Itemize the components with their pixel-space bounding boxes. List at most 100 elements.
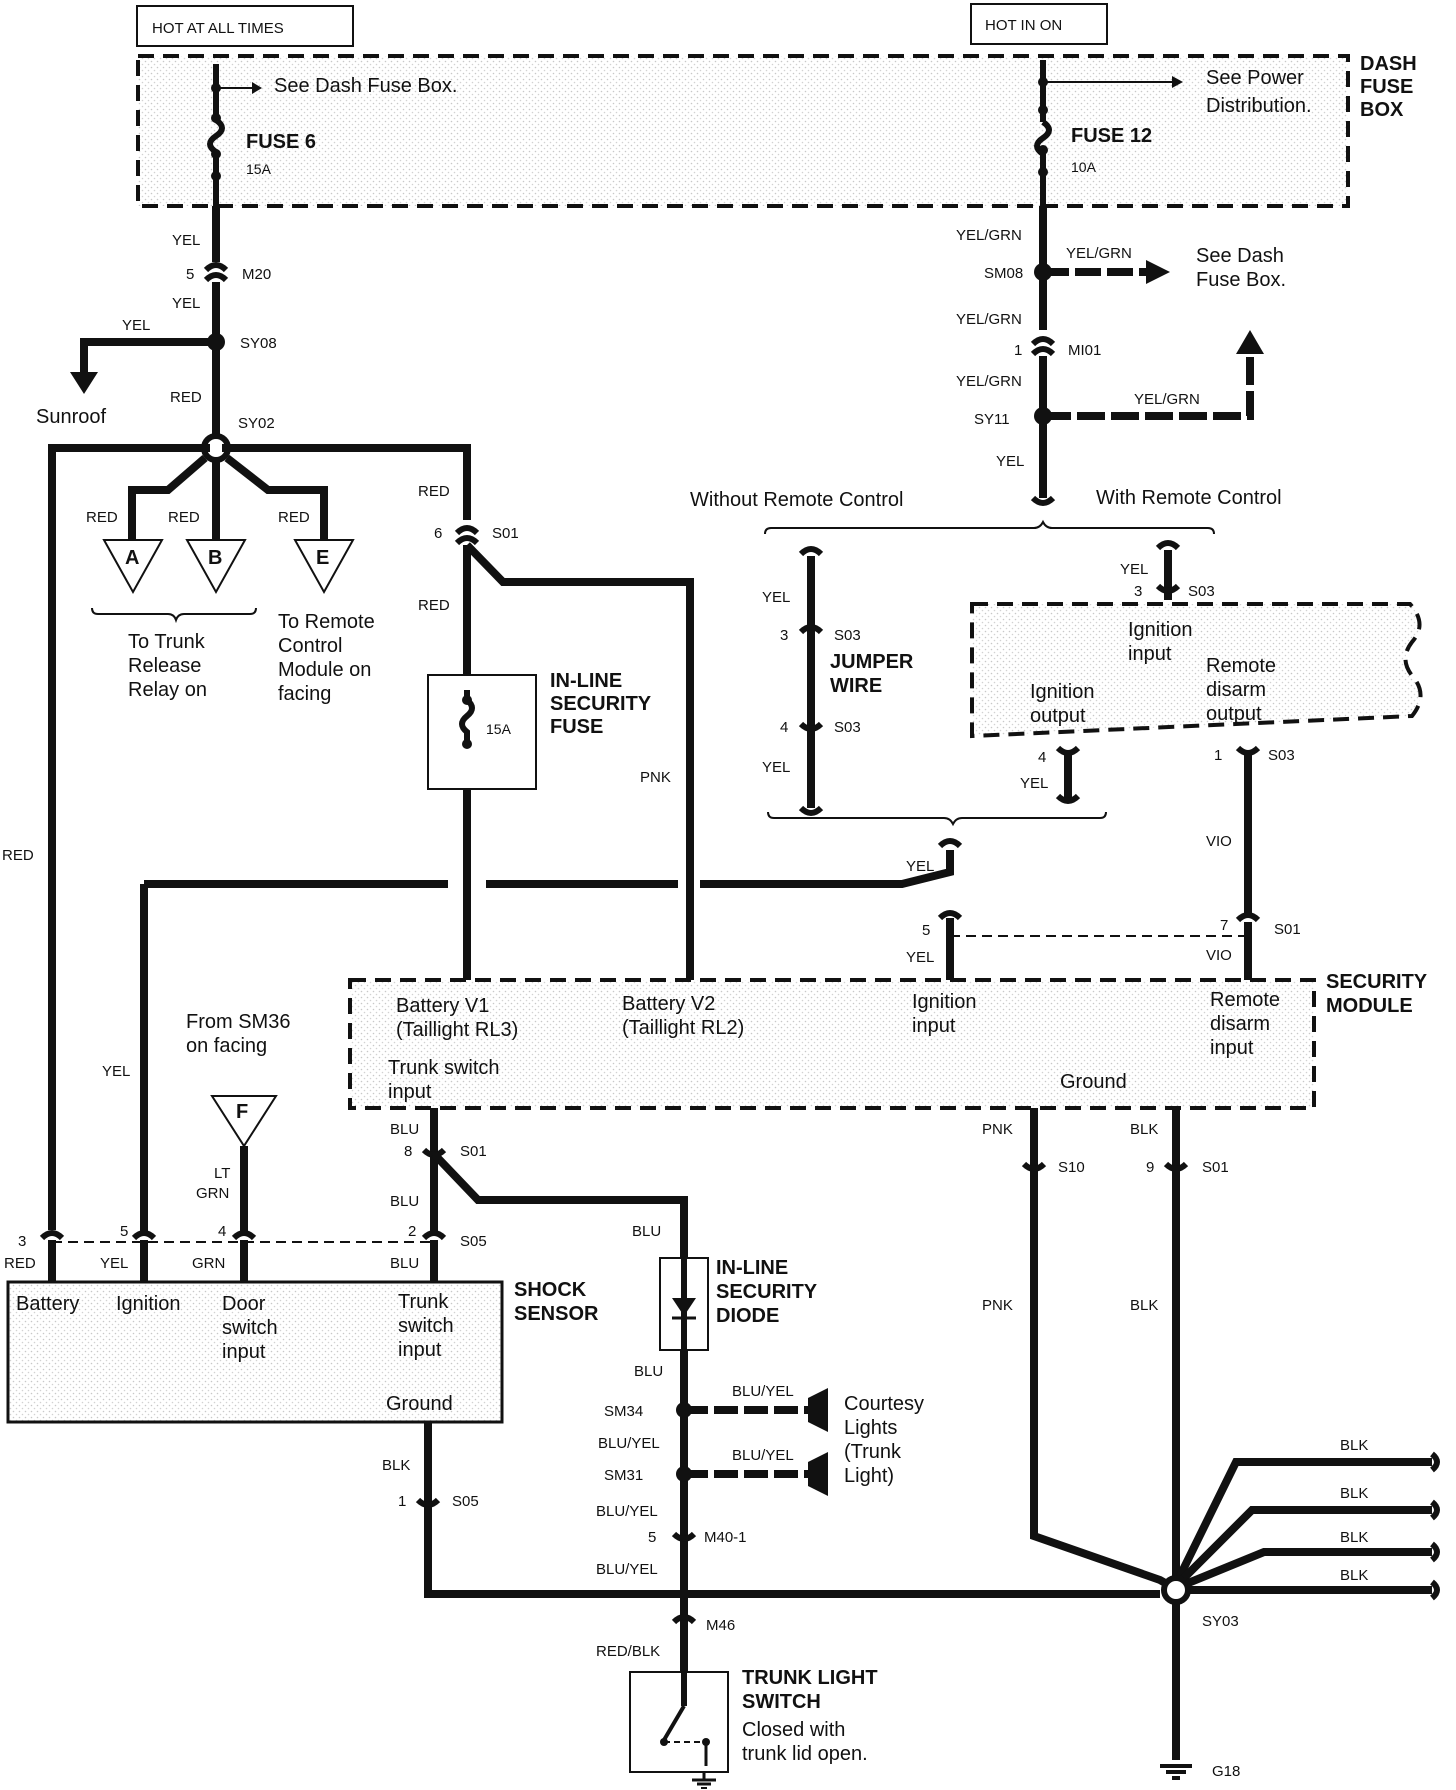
svg-text:3: 3 <box>1134 583 1142 600</box>
svg-text:IN-LINE: IN-LINE <box>716 1257 788 1279</box>
svg-text:BLK: BLK <box>1340 1485 1368 1502</box>
svg-text:M40-1: M40-1 <box>704 1529 747 1546</box>
svg-text:YEL: YEL <box>762 759 790 776</box>
svg-text:YEL: YEL <box>996 453 1024 470</box>
svg-text:switch: switch <box>222 1317 278 1339</box>
svg-text:15A: 15A <box>486 721 512 737</box>
svg-text:YEL: YEL <box>1020 775 1048 792</box>
svg-text:Ground: Ground <box>1060 1071 1127 1093</box>
svg-text:TRUNK LIGHT: TRUNK LIGHT <box>742 1667 878 1689</box>
svg-text:SHOCK: SHOCK <box>514 1279 587 1301</box>
svg-text:YEL: YEL <box>762 589 790 606</box>
svg-text:SECURITY: SECURITY <box>550 693 652 715</box>
svg-text:BLU: BLU <box>634 1363 663 1380</box>
svg-text:Light): Light) <box>844 1465 894 1487</box>
svg-text:BLK: BLK <box>1340 1529 1368 1546</box>
svg-text:S01: S01 <box>1202 1159 1229 1176</box>
fuse-6: See Dash Fuse Box. FUSE 6 15A <box>207 64 457 208</box>
security-module: SECURITY MODULE Battery V1 (Taillight RL… <box>348 971 1428 1110</box>
svg-text:BLK: BLK <box>1130 1297 1158 1314</box>
fuse-12: See Power Distribution. FUSE 12 10A <box>1034 60 1312 208</box>
svg-text:3: 3 <box>18 1233 26 1250</box>
svg-text:FUSE 12: FUSE 12 <box>1071 125 1152 147</box>
svg-text:BLK: BLK <box>1340 1437 1368 1454</box>
svg-text:input: input <box>388 1081 432 1103</box>
svg-text:SECURITY: SECURITY <box>716 1281 818 1303</box>
svg-text:15A: 15A <box>246 161 272 177</box>
svg-text:DASH: DASH <box>1360 53 1417 75</box>
svg-text:RED: RED <box>2 847 34 864</box>
svg-text:disarm: disarm <box>1210 1013 1270 1035</box>
svg-text:input: input <box>1210 1037 1254 1059</box>
svg-text:S05: S05 <box>460 1233 487 1250</box>
svg-text:disarm: disarm <box>1206 679 1266 701</box>
svg-text:Battery V1: Battery V1 <box>396 995 489 1017</box>
svg-text:BLU/YEL: BLU/YEL <box>598 1435 660 1452</box>
svg-text:Module on: Module on <box>278 659 371 681</box>
svg-text:To Trunk: To Trunk <box>128 631 206 653</box>
ignition-wire: YEL 5 YEL 7 S01 VIO YEL <box>102 838 1301 1232</box>
svg-text:1: 1 <box>1214 747 1222 764</box>
svg-text:4: 4 <box>780 719 788 736</box>
svg-text:BLU: BLU <box>632 1223 661 1240</box>
svg-text:7: 7 <box>1220 917 1228 934</box>
svg-text:10A: 10A <box>1071 159 1097 175</box>
svg-text:E: E <box>316 547 329 569</box>
svg-text:VIO: VIO <box>1206 947 1232 964</box>
svg-text:Without Remote Control: Without Remote Control <box>690 489 903 511</box>
svg-text:GRN: GRN <box>196 1185 229 1202</box>
security-diode-circuit: IN-LINE SECURITY DIODE BLU SM34 BLU/YEL … <box>596 1257 924 1710</box>
svg-text:M20: M20 <box>242 266 271 283</box>
svg-text:S10: S10 <box>1058 1159 1085 1176</box>
svg-text:BLU: BLU <box>390 1121 419 1138</box>
svg-text:on facing: on facing <box>186 1035 267 1057</box>
svg-text:YEL: YEL <box>172 232 200 249</box>
svg-text:S01: S01 <box>460 1143 487 1160</box>
remote-control-module: YEL 3 S03 Ignition input Ignition output… <box>767 540 1423 914</box>
svg-text:5: 5 <box>120 1223 128 1240</box>
svg-text:Ignition: Ignition <box>1030 681 1095 703</box>
svg-text:8: 8 <box>404 1143 412 1160</box>
svg-text:5: 5 <box>922 922 930 939</box>
svg-text:BLK: BLK <box>382 1457 410 1474</box>
svg-text:GRN: GRN <box>192 1255 225 1272</box>
svg-text:output: output <box>1030 705 1086 727</box>
svg-text:input: input <box>222 1341 266 1363</box>
svg-text:Remote: Remote <box>1210 989 1280 1011</box>
svg-text:WIRE: WIRE <box>830 675 882 697</box>
svg-text:Closed with: Closed with <box>742 1719 845 1741</box>
ground-circuit: PNK S10 PNK BLK 9 S01 BLK BLK BLK BLK BL… <box>982 1108 1440 1780</box>
svg-text:SWITCH: SWITCH <box>742 1691 821 1713</box>
svg-text:M46: M46 <box>706 1617 735 1634</box>
svg-text:input: input <box>912 1015 956 1037</box>
svg-text:(Taillight RL3): (Taillight RL3) <box>396 1019 518 1041</box>
shock-sensor-circuit: From SM36 on facing F LT GRN BLU 8 S01 B… <box>4 1011 1160 1598</box>
svg-text:HOT AT ALL TIMES: HOT AT ALL TIMES <box>152 20 284 37</box>
svg-text:Ignition: Ignition <box>116 1293 181 1315</box>
svg-text:Battery V2: Battery V2 <box>622 993 715 1015</box>
svg-text:input: input <box>1128 643 1172 665</box>
hot-at-all-times-header: HOT AT ALL TIMES <box>136 5 354 47</box>
right-feed-wire: YEL/GRN SM08 YEL/GRN See Dash Fuse Box. … <box>690 206 1286 535</box>
svg-text:F: F <box>236 1101 248 1123</box>
svg-text:MI01: MI01 <box>1068 342 1101 359</box>
svg-text:YEL: YEL <box>906 858 934 875</box>
svg-text:DIODE: DIODE <box>716 1305 779 1327</box>
svg-text:BLU/YEL: BLU/YEL <box>596 1561 658 1578</box>
svg-text:S03: S03 <box>834 719 861 736</box>
svg-text:trunk lid open.: trunk lid open. <box>742 1743 868 1765</box>
svg-text:Battery: Battery <box>16 1293 79 1315</box>
svg-text:4: 4 <box>1038 749 1046 766</box>
svg-text:output: output <box>1206 703 1262 725</box>
svg-text:Sunroof: Sunroof <box>36 406 106 428</box>
svg-text:RED: RED <box>170 389 202 406</box>
svg-text:(Taillight RL2): (Taillight RL2) <box>622 1017 744 1039</box>
svg-text:SM34: SM34 <box>604 1403 643 1420</box>
svg-text:1: 1 <box>398 1493 406 1510</box>
svg-text:switch: switch <box>398 1315 454 1337</box>
svg-text:IN-LINE: IN-LINE <box>550 670 622 692</box>
svg-text:PNK: PNK <box>982 1121 1013 1138</box>
svg-text:YEL/GRN: YEL/GRN <box>1134 391 1200 408</box>
sy02-branches: RED RED RED A B E To Trunk Release Relay… <box>2 444 471 1230</box>
svg-text:S03: S03 <box>1268 747 1295 764</box>
